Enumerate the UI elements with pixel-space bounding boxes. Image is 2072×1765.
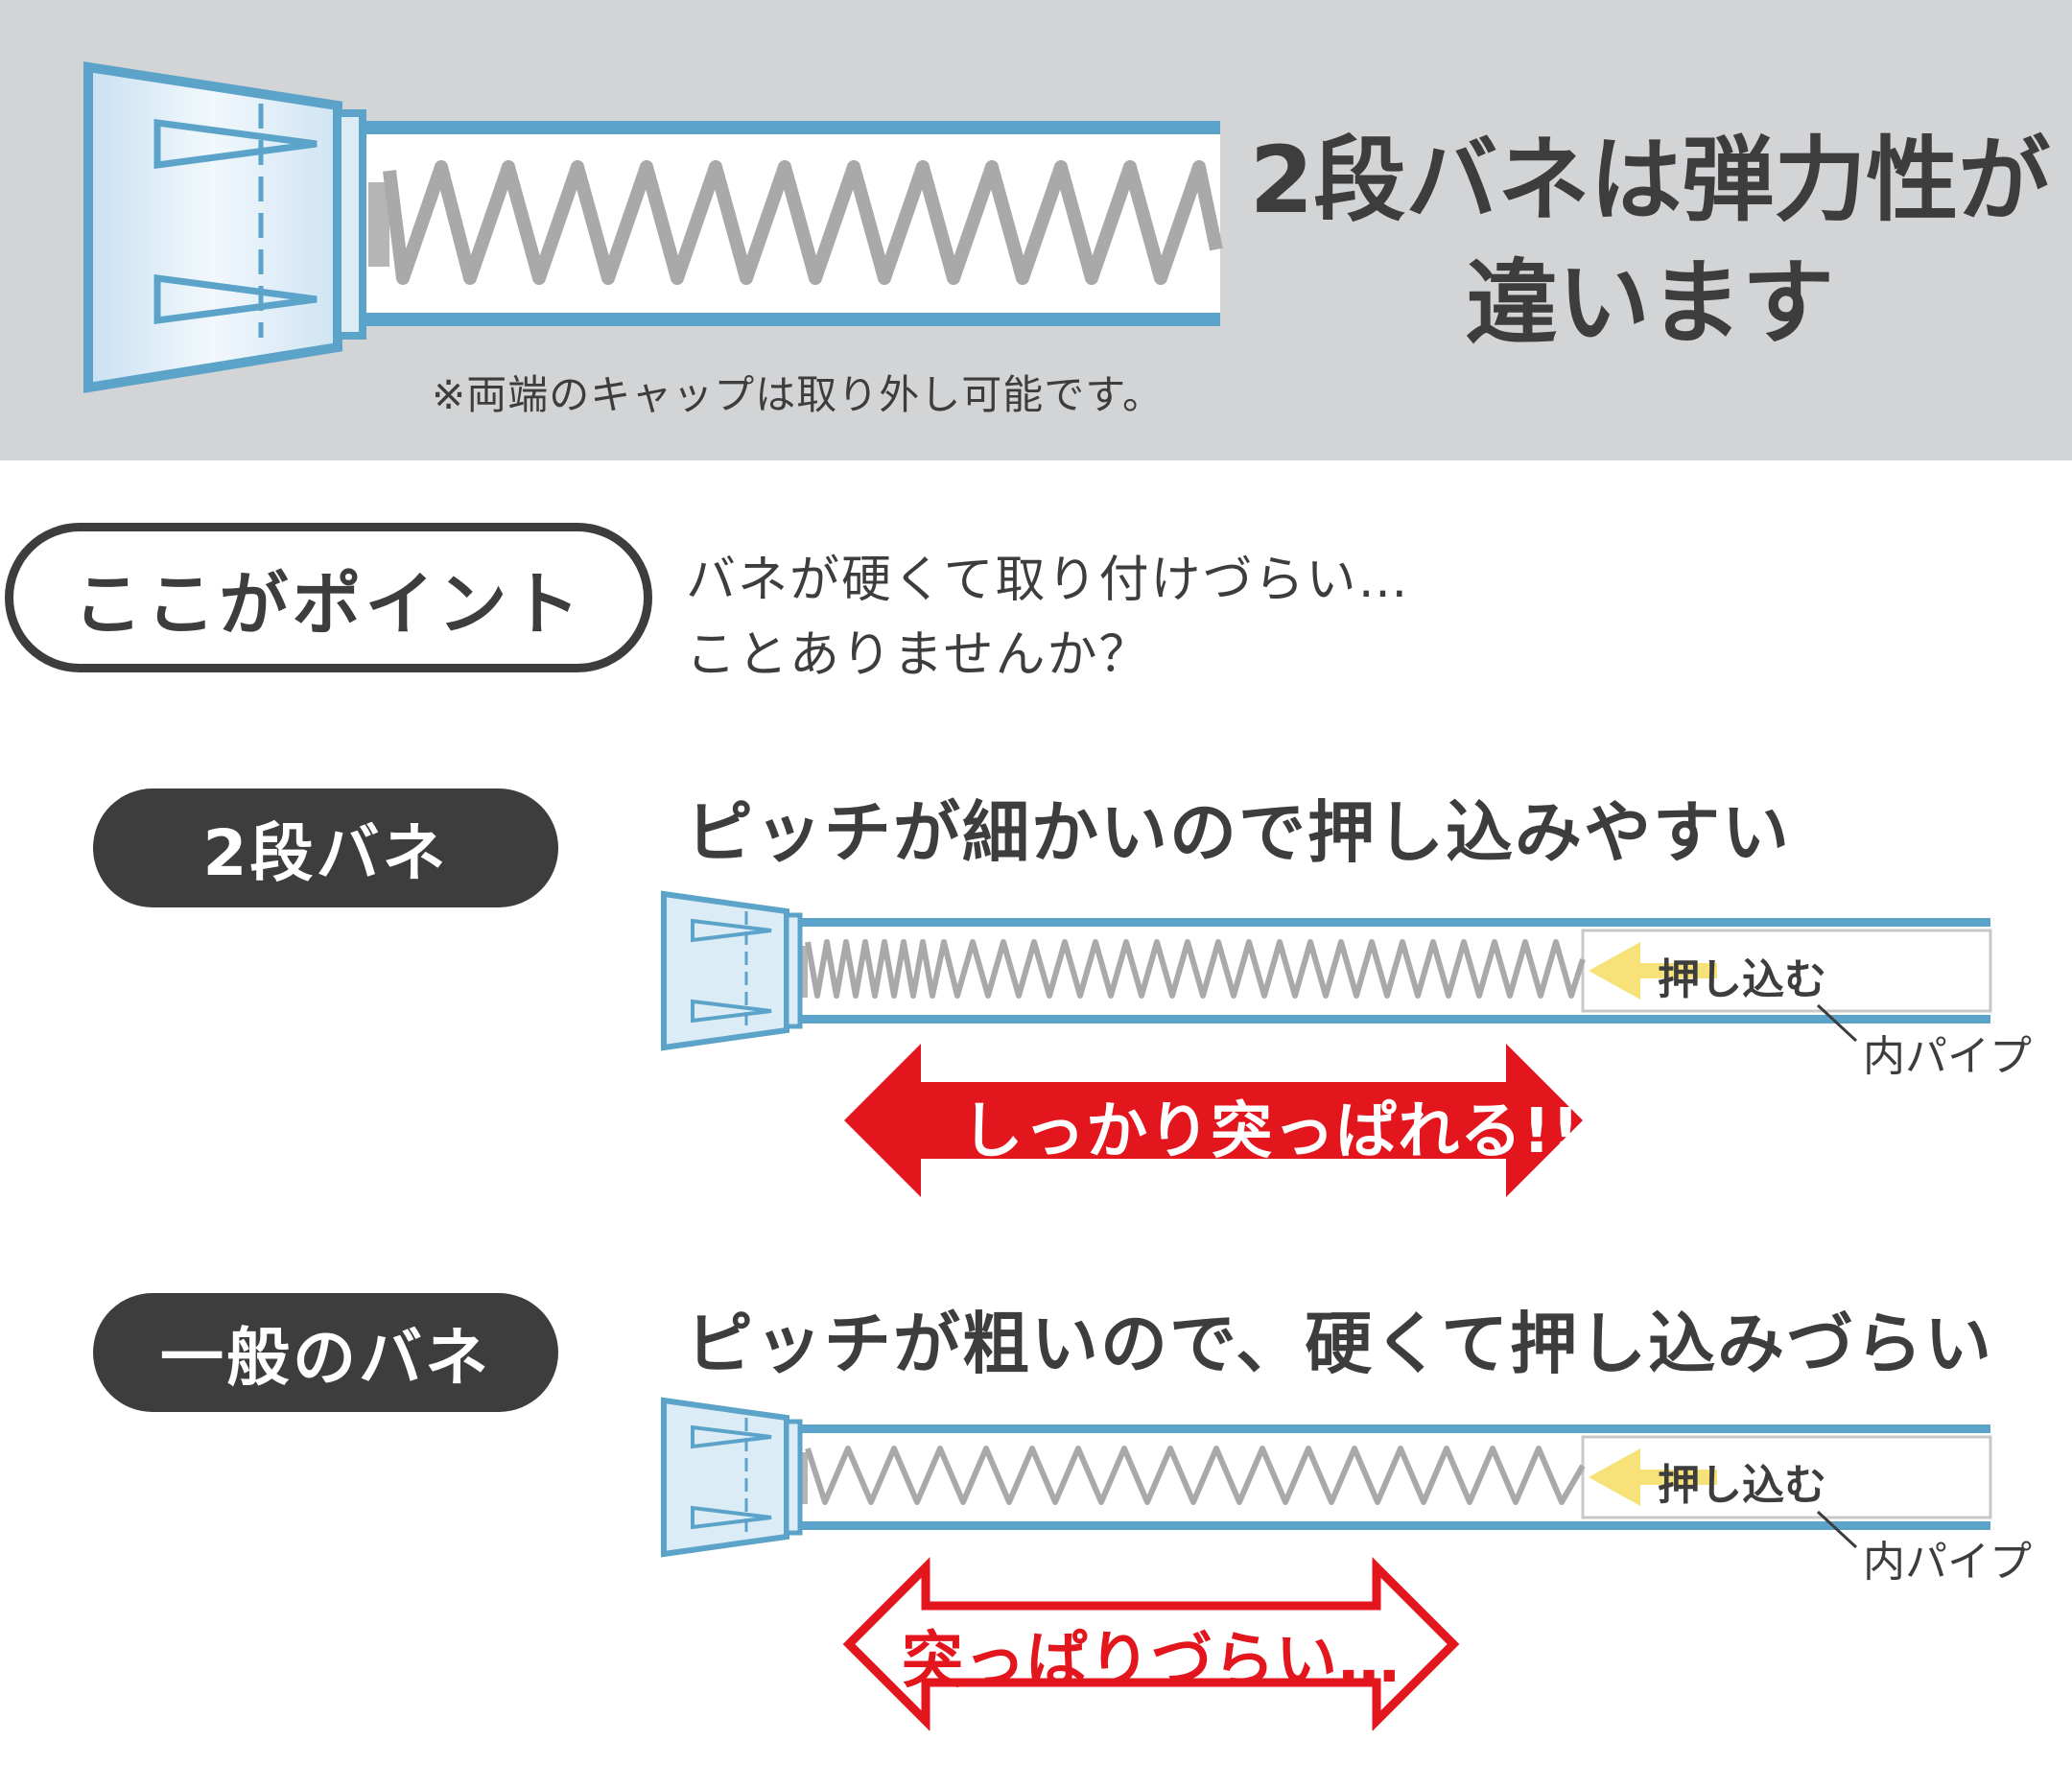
end-cap — [661, 1397, 789, 1558]
push-arrow — [1589, 942, 1717, 1000]
cap-collar — [784, 912, 803, 1029]
general-spring-badge: 一般のバネ — [93, 1293, 558, 1412]
question-line-1: バネが硬くて取り付けづらい… — [686, 552, 1410, 609]
cap-triangle-top — [691, 918, 772, 943]
two-stage-arrow-text: しっかり突っぱれる!! — [961, 1096, 1581, 1167]
pipe-bottom-edge — [796, 1015, 1990, 1024]
cap-collar — [784, 1419, 803, 1536]
spring-coil — [383, 160, 1223, 285]
inner-pipe-leader — [1816, 1003, 1858, 1043]
spring-coil-coarse — [805, 1446, 1586, 1505]
two-stage-caption: ピッチが細かいので押し込みやすい — [686, 793, 1791, 872]
inner-pipe-leader — [1816, 1510, 1858, 1549]
pipe-top-edge — [796, 918, 1990, 927]
cap-collar — [334, 109, 366, 340]
push-arrow — [1589, 1448, 1717, 1506]
headline-line-1: 2段バネは弾力性が — [1249, 127, 2051, 234]
pipe-top-edge — [796, 1424, 1990, 1433]
cap-triangle-bottom — [691, 999, 772, 1024]
general-arrow-text: 突っぱりづらい… — [902, 1626, 1401, 1697]
cap-triangle-bottom — [691, 1505, 772, 1530]
double-arrow-outline — [842, 1557, 1460, 1731]
pipe-bottom-edge — [345, 313, 1220, 326]
end-cap — [661, 890, 789, 1051]
question-line-2: ことありませんか？ — [686, 626, 1151, 684]
outer-pipe — [345, 123, 1220, 324]
headline-line-2: 違います — [1466, 249, 1834, 357]
pipe-bottom-edge — [796, 1521, 1990, 1530]
cap-triangle-top — [691, 1424, 772, 1449]
two-stage-push-label: 押し込む — [1658, 955, 1826, 1004]
general-inner-pipe-label: 内パイプ — [1863, 1538, 2032, 1587]
general-rod-illustration — [661, 1397, 1992, 1731]
end-cap — [83, 61, 342, 393]
spring-coil-fine — [805, 939, 1586, 999]
pipe-top-edge — [345, 121, 1220, 134]
double-arrow-filled — [844, 1044, 1583, 1197]
spring-end-block — [368, 182, 389, 267]
point-badge: ここがポイント — [5, 523, 652, 672]
two-stage-spring-badge: 2段バネ — [93, 788, 558, 907]
two-stage-inner-pipe-label: 内パイプ — [1863, 1032, 2032, 1081]
general-caption: ピッチが粗いので、硬くて押し込みづらい — [686, 1305, 1994, 1383]
tension-rod-illustration — [83, 61, 1223, 393]
cap-removable-note: ※両端のキャップは取り外し可能です。 — [432, 371, 1164, 418]
two-stage-rod-illustration — [661, 890, 1992, 1197]
general-push-label: 押し込む — [1658, 1461, 1826, 1510]
cap-triangle-bottom — [153, 274, 318, 324]
cap-triangle-top — [153, 119, 318, 169]
